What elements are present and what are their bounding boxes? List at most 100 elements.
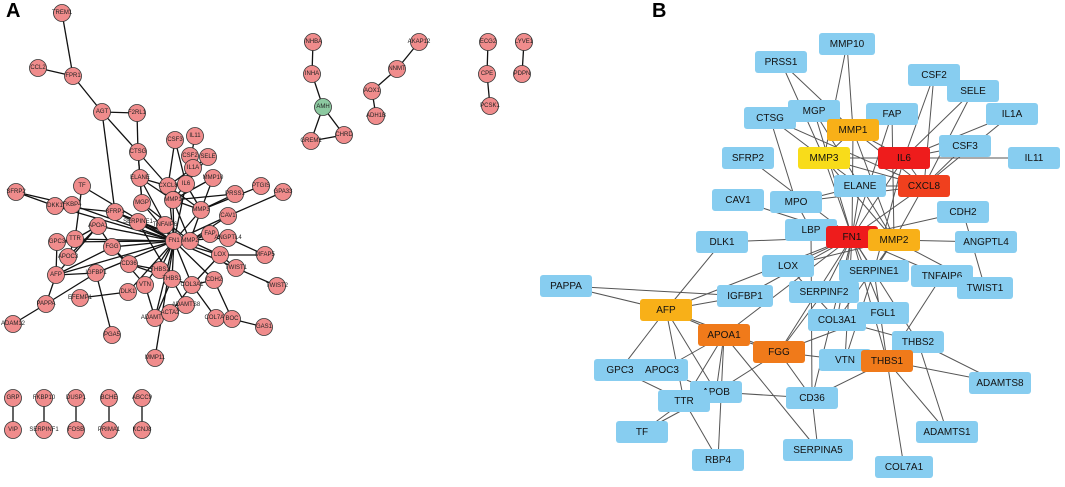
node-b-pappa[interactable]: PAPPA xyxy=(540,275,592,297)
node-b-fgl1[interactable]: FGL1 xyxy=(857,302,909,324)
node-a-adamts1[interactable]: ADAMTS1 xyxy=(141,309,170,327)
node-a-dusp1[interactable]: DUSP1 xyxy=(66,389,87,407)
node-b-lox[interactable]: LOX xyxy=(762,255,814,277)
node-a-adam12[interactable]: ADAM12 xyxy=(1,315,26,333)
node-a-twist2[interactable]: TWIST2 xyxy=(266,277,289,295)
node-b-sele[interactable]: SELE xyxy=(947,80,999,102)
node-b-cxcl8[interactable]: CXCL8 xyxy=(898,175,950,197)
node-a-serpinf1[interactable]: SERPINF1 xyxy=(29,421,59,439)
node-a-afp[interactable]: AFP xyxy=(47,266,65,284)
node-a-lyve1[interactable]: LYVE1 xyxy=(515,33,534,51)
node-b-mpo[interactable]: MPO xyxy=(770,191,822,213)
node-b-ctsg[interactable]: CTSG xyxy=(744,107,796,129)
node-a-nnmt[interactable]: NNMT xyxy=(388,60,406,78)
node-b-elane[interactable]: ELANE xyxy=(834,175,886,197)
node-a-f2rl1[interactable]: F2RL1 xyxy=(128,104,147,122)
node-a-prss1[interactable]: PRSS1 xyxy=(225,185,245,203)
node-b-igfbp1[interactable]: IGFBP1 xyxy=(717,285,773,307)
node-a-efemp1[interactable]: EFEMP1 xyxy=(68,289,93,307)
node-a-col3a1[interactable]: COL3A1 xyxy=(180,276,204,294)
node-b-col7a1[interactable]: COL7A1 xyxy=(875,456,933,478)
node-a-fkbp4[interactable]: FKBP4 xyxy=(62,196,82,214)
node-b-afp[interactable]: AFP xyxy=(640,299,692,321)
node-a-ttr[interactable]: TTR xyxy=(66,230,84,248)
node-a-agt[interactable]: AGT xyxy=(93,103,111,121)
node-b-vtn[interactable]: VTN xyxy=(819,349,871,371)
node-a-grp[interactable]: GRP xyxy=(4,389,22,407)
node-a-adh1b[interactable]: ADH1B xyxy=(366,107,386,125)
node-a-csf3[interactable]: CSF3 xyxy=(166,131,184,149)
node-a-adamts8[interactable]: ADAMTS8 xyxy=(172,296,201,314)
node-b-cav1[interactable]: CAV1 xyxy=(712,189,764,211)
node-a-trem1[interactable]: TREM1 xyxy=(52,4,73,22)
node-b-fn1[interactable]: FN1 xyxy=(826,226,878,248)
node-b-tf[interactable]: TF xyxy=(616,421,668,443)
node-a-tnfaip6[interactable]: TNFAIP6 xyxy=(153,216,178,234)
node-a-igfbp1[interactable]: IGFBP1 xyxy=(85,264,107,282)
node-b-twist1[interactable]: TWIST1 xyxy=(957,277,1013,299)
node-b-csf2[interactable]: CSF2 xyxy=(908,64,960,86)
node-a-vip[interactable]: VIP xyxy=(4,421,22,439)
node-b-prss1[interactable]: PRSS1 xyxy=(755,51,807,73)
node-a-mmp11[interactable]: MMP11 xyxy=(145,349,166,367)
node-a-cpe[interactable]: CPE xyxy=(478,65,496,83)
node-a-il1a[interactable]: IL1A xyxy=(184,159,202,177)
node-b-ttr[interactable]: TTR xyxy=(658,390,710,412)
node-b-mmp1[interactable]: MMP1 xyxy=(827,119,879,141)
node-a-amh[interactable]: AMH xyxy=(314,98,332,116)
node-a-akap12[interactable]: AKAP12 xyxy=(408,33,431,51)
node-a-bche[interactable]: BCHE xyxy=(100,389,118,407)
node-a-fn1[interactable]: FN1 xyxy=(165,232,183,250)
node-a-dkk1[interactable]: DKK1 xyxy=(46,197,64,215)
node-a-gpa33[interactable]: GPA33 xyxy=(274,183,294,201)
node-b-apoa1[interactable]: APOA1 xyxy=(698,324,750,346)
node-a-fgg[interactable]: FGG xyxy=(103,238,121,256)
node-a-tf[interactable]: TF xyxy=(73,177,91,195)
node-a-ptgis[interactable]: PTGIS xyxy=(252,177,270,195)
node-a-mmp10[interactable]: MMP10 xyxy=(203,169,224,187)
node-a-lox[interactable]: LOX xyxy=(211,246,229,264)
node-a-cdh2[interactable]: CDH2 xyxy=(205,271,223,289)
node-a-fosb[interactable]: FOSB xyxy=(67,421,85,439)
node-a-pappa[interactable]: PAPPA xyxy=(36,295,56,313)
node-a-pdpn[interactable]: PDPN xyxy=(513,65,531,83)
node-a-dlk1[interactable]: DLK1 xyxy=(119,283,137,301)
node-a-inha[interactable]: INHA xyxy=(303,65,321,83)
node-a-il6[interactable]: IL6 xyxy=(177,175,195,193)
node-b-sfrp2[interactable]: SFRP2 xyxy=(722,147,774,169)
node-a-grem1[interactable]: GREM1 xyxy=(300,132,322,150)
node-a-fap[interactable]: FAP xyxy=(201,225,219,243)
node-a-serpine1[interactable]: SERPINE1 xyxy=(123,213,153,231)
node-b-dlk1[interactable]: DLK1 xyxy=(696,231,748,253)
node-b-csf3[interactable]: CSF3 xyxy=(939,135,991,157)
node-b-fap[interactable]: FAP xyxy=(866,103,918,125)
node-b-thbs1[interactable]: THBS1 xyxy=(861,350,913,372)
node-a-abcc9[interactable]: ABCC9 xyxy=(132,389,153,407)
node-a-pcsk1[interactable]: PCSK1 xyxy=(480,97,500,115)
node-a-ccl2[interactable]: CCL2 xyxy=(29,59,47,77)
node-a-cav1[interactable]: CAV1 xyxy=(219,207,237,225)
node-a-kcnj8[interactable]: KCNJ8 xyxy=(132,421,152,439)
node-a-ecg2[interactable]: ECG2 xyxy=(479,33,497,51)
node-b-mgp[interactable]: MGP xyxy=(788,100,840,122)
node-a-vtn[interactable]: VTN xyxy=(136,276,154,294)
node-b-cdh2[interactable]: CDH2 xyxy=(937,201,989,223)
node-a-sfrp1[interactable]: SFRP1 xyxy=(105,203,125,221)
node-b-serpine1[interactable]: SERPINE1 xyxy=(839,260,909,282)
node-b-apoc3[interactable]: APOC3 xyxy=(636,359,688,381)
node-b-il1a[interactable]: IL1A xyxy=(986,103,1038,125)
node-a-sfrp2[interactable]: SFRP2 xyxy=(6,183,26,201)
node-b-mmp2[interactable]: MMP2 xyxy=(868,229,920,251)
node-b-il11[interactable]: IL11 xyxy=(1008,147,1060,169)
node-b-mmp10[interactable]: MMP10 xyxy=(819,33,875,55)
node-b-rbp4[interactable]: RBP4 xyxy=(692,449,744,471)
node-b-serpina5[interactable]: SERPINA5 xyxy=(783,439,853,461)
node-a-ctsg[interactable]: CTSG xyxy=(129,143,147,161)
node-a-il11[interactable]: IL11 xyxy=(186,127,204,145)
node-b-fgg[interactable]: FGG xyxy=(753,341,805,363)
node-a-twist1[interactable]: TWIST1 xyxy=(225,259,248,277)
node-a-mfap5[interactable]: MFAP5 xyxy=(255,246,275,264)
node-a-mmp1[interactable]: MMP1 xyxy=(164,191,182,209)
node-b-serpinf2[interactable]: SERPINF2 xyxy=(789,281,859,303)
node-a-sele[interactable]: SELE xyxy=(199,148,217,166)
